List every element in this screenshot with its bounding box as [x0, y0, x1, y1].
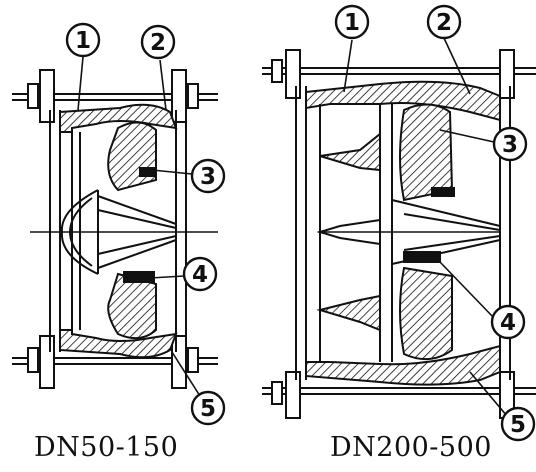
callout-3: 3 [492, 126, 528, 162]
svg-text:3: 3 [200, 164, 216, 190]
bottom-bolts [262, 371, 536, 419]
svg-text:4: 4 [192, 262, 208, 288]
valve-large-drawing [262, 49, 536, 419]
top-bolts [12, 69, 218, 123]
callout-5: 5 [500, 406, 536, 442]
valve-small-leaders [77, 56, 201, 397]
disc-lower [107, 272, 157, 340]
spring-pin-part [139, 167, 157, 177]
svg-text:2: 2 [150, 30, 166, 56]
disc-upper [107, 121, 157, 192]
valve-large-callouts: 1 2 3 4 5 [334, 4, 536, 442]
hinge-shaft-part [403, 251, 441, 263]
disc-upper [399, 103, 454, 202]
svg-text:5: 5 [200, 396, 216, 422]
callout-2: 2 [140, 24, 176, 60]
valve-small-drawing [12, 69, 218, 389]
caption-dn50-150: DN50-150 [34, 432, 179, 463]
spring-pin-part [431, 187, 455, 197]
svg-text:3: 3 [502, 132, 518, 158]
callout-2: 2 [426, 4, 462, 40]
callout-4: 4 [490, 304, 526, 340]
body-bottom-section [59, 329, 178, 359]
body-top-section [305, 80, 501, 122]
body-top-section [59, 103, 178, 133]
svg-text:5: 5 [510, 412, 526, 438]
callout-5: 5 [190, 390, 226, 426]
hinge-shaft-part [123, 271, 155, 283]
callout-3: 3 [190, 158, 226, 194]
callout-1: 1 [334, 4, 370, 40]
svg-text:2: 2 [436, 10, 452, 36]
callout-4: 4 [182, 256, 218, 292]
caption-dn200-500: DN200-500 [330, 432, 492, 463]
svg-text:1: 1 [75, 28, 91, 54]
svg-text:4: 4 [500, 310, 516, 336]
body-bottom-section [305, 344, 501, 386]
callout-1: 1 [65, 22, 101, 58]
svg-text:1: 1 [344, 10, 360, 36]
valve-small-callouts: 1 2 3 4 5 [65, 22, 226, 426]
disc-lower [399, 266, 453, 361]
